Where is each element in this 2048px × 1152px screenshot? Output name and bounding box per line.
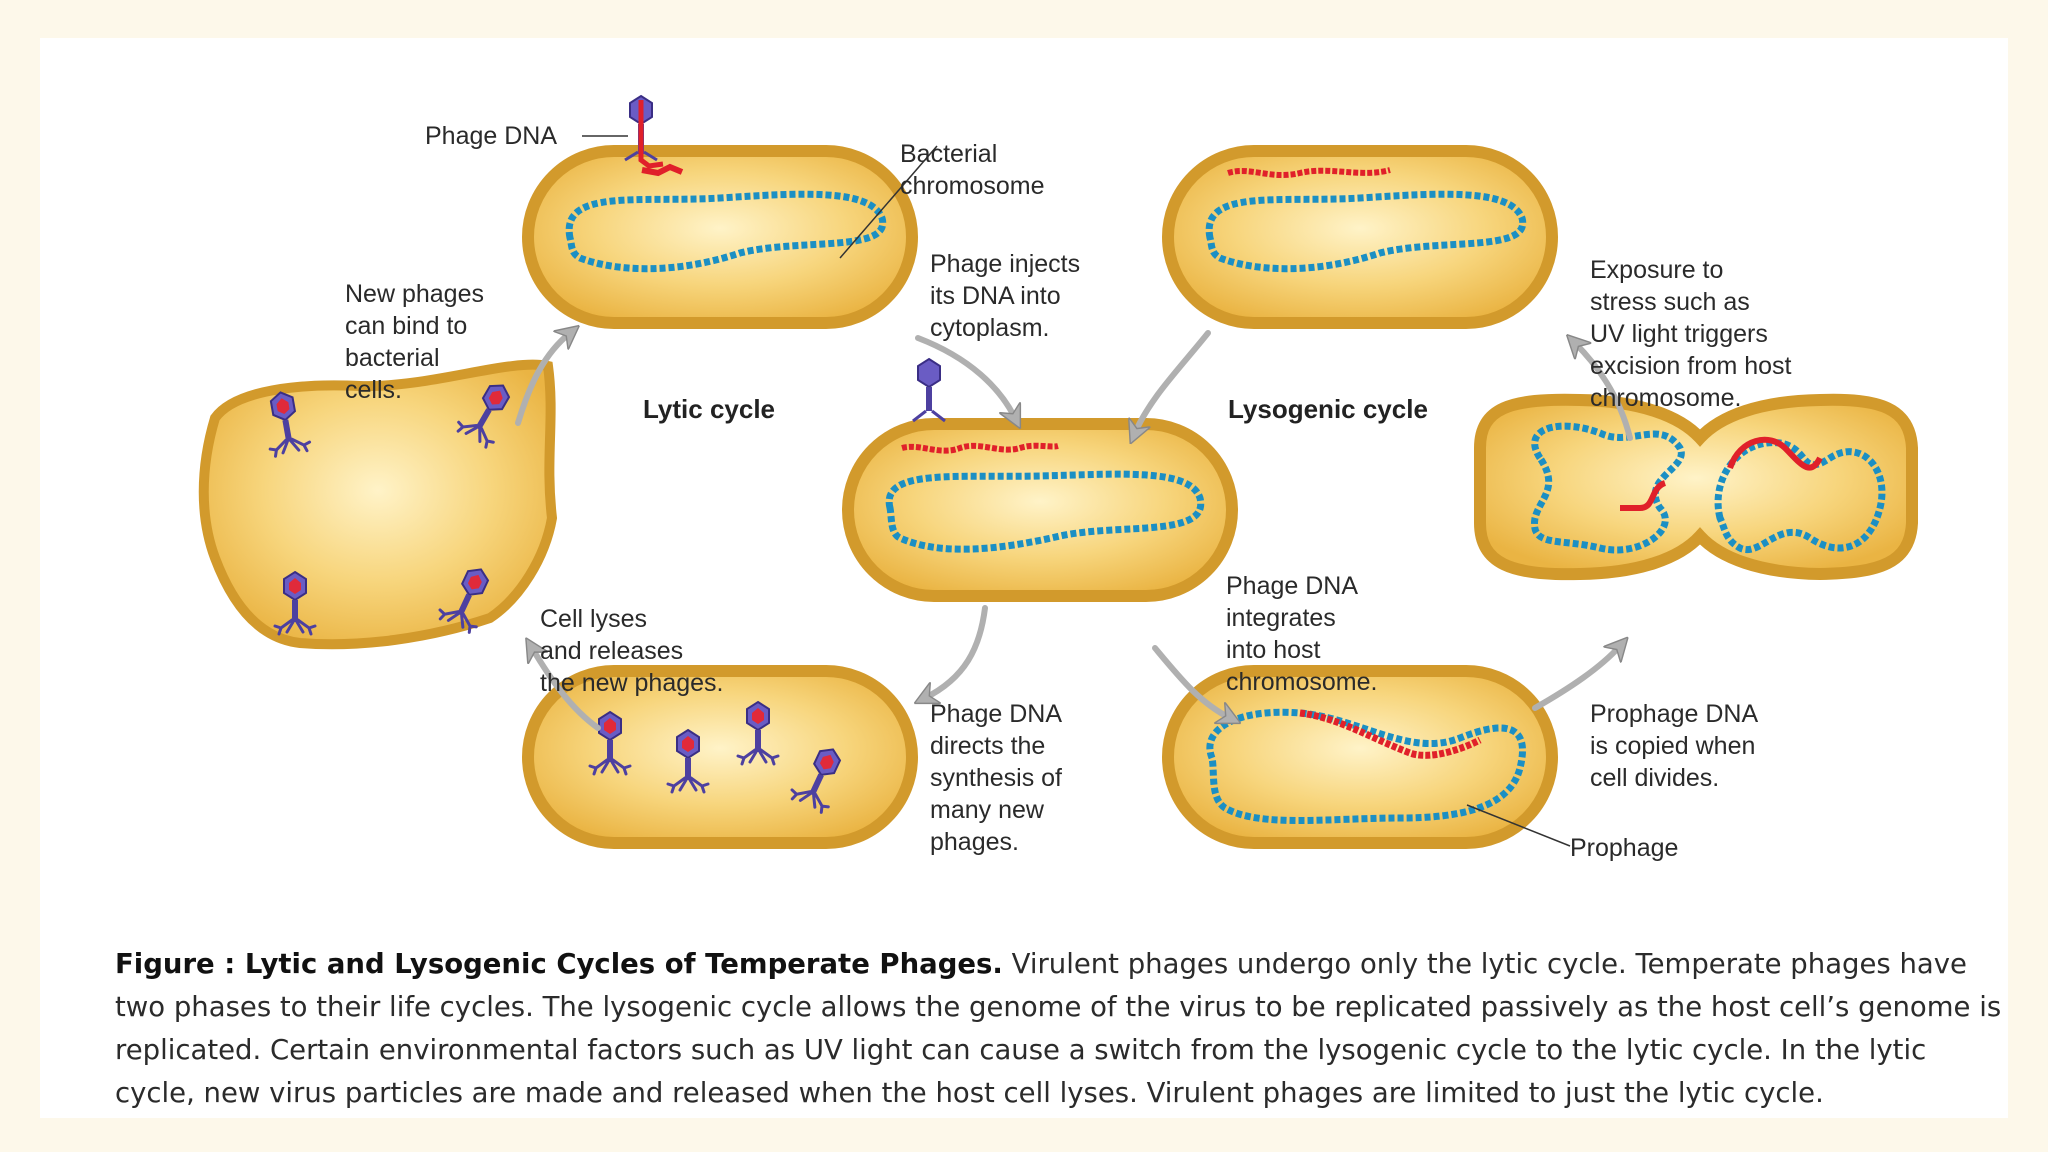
bacterial-chromosome-label: Bacterial chromosome	[900, 140, 1045, 200]
arrow-prophage-to-dividing	[1532, 646, 1620, 711]
bacterial-chromosome	[565, 190, 887, 273]
lysed-cell	[198, 359, 558, 650]
lytic-infection-cell	[522, 145, 918, 329]
phage-injects-label: Phage injects its DNA into cytoplasm.	[930, 250, 1087, 342]
new-phages-bind-label: New phages can bind to bacterial cells.	[345, 280, 491, 404]
arrow-lytic-bottom-to-lysed	[532, 648, 601, 731]
cycle-arrows	[515, 330, 1633, 731]
arrow-inject-to-center	[915, 335, 1015, 418]
center-cell	[842, 418, 1238, 602]
lytic-cycle-title: Lytic cycle	[643, 394, 775, 424]
cell-lyses-label: Cell lyses and releases the new phages.	[540, 605, 723, 697]
arrow-excision-to-center	[1135, 330, 1211, 433]
caption-body: Virulent phages undergo only the lytic c…	[115, 948, 2002, 1109]
figure-caption: Figure : Lytic and Lysogenic Cycles of T…	[115, 943, 2005, 1115]
attaching-phage	[624, 94, 664, 169]
figure-panel: Lytic cycle Lysogenic cycle Phage DNA Ba…	[40, 38, 2008, 1118]
prophage-cell	[1162, 665, 1558, 849]
prophage-copied-label: Prophage DNA is copied when cell divides…	[1590, 700, 1764, 792]
exposure-label: Exposure to stress such as UV light trig…	[1590, 256, 1798, 412]
caption-heading: Figure : Lytic and Lysogenic Cycles of T…	[115, 948, 1003, 980]
dividing-cell	[1474, 393, 1918, 581]
prophage-label: Prophage	[1570, 834, 1678, 862]
injecting-phage	[912, 357, 946, 423]
leader-lines	[582, 135, 1571, 847]
phage-integrates-label: Phage DNA integrates into host chromosom…	[1226, 572, 1377, 696]
arrow-center-to-prophage	[1152, 645, 1230, 718]
phage-directs-label: Phage DNA directs the synthesis of many …	[930, 700, 1069, 856]
phage-cycle-diagram: Lytic cycle Lysogenic cycle Phage DNA Ba…	[198, 94, 1918, 862]
excision-cell	[1162, 145, 1558, 329]
lysogenic-cycle-title: Lysogenic cycle	[1228, 394, 1428, 424]
phage-dna-label: Phage DNA	[425, 122, 557, 150]
phage-synthesis-cell	[522, 665, 918, 849]
arrow-dividing-to-excision	[1575, 343, 1633, 441]
arrow-lysed-to-new-binding	[515, 333, 570, 426]
arrow-center-to-lytic-bottom	[925, 605, 988, 698]
